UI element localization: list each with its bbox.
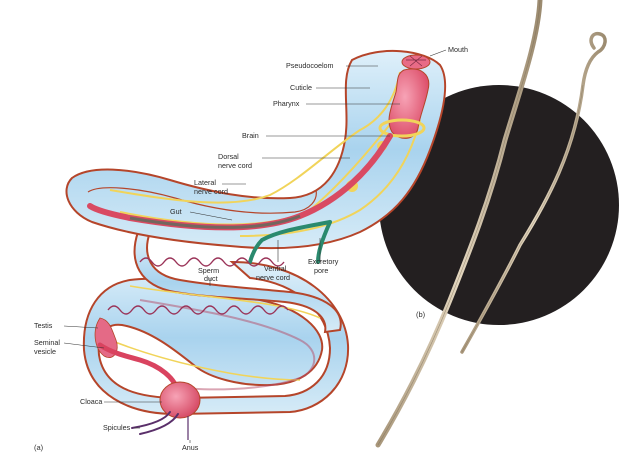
label-ventral-nerve-cord-1: Ventral: [264, 264, 287, 273]
label-seminal-vesicle-1: Seminal: [34, 338, 60, 347]
label-pseudocoelom: Pseudocoelom: [286, 61, 334, 70]
label-seminal-vesicle-2: vesicle: [34, 347, 56, 356]
label-pharynx: Pharynx: [273, 99, 300, 108]
cloaca: [159, 381, 201, 419]
leader-lines: [63, 49, 447, 443]
seminal-vesicle: [97, 342, 181, 395]
panel-a-label: (a): [34, 443, 44, 452]
label-excretory-pore-1: Excretory: [308, 257, 339, 266]
panel-b-label: (b): [416, 310, 426, 319]
excretory-canal: [248, 220, 332, 264]
label-dorsal-nerve-cord-2: nerve cord: [218, 161, 252, 170]
label-brain: Brain: [242, 131, 259, 140]
spicules: [131, 411, 179, 435]
brain-nerve-ring: [378, 118, 426, 138]
label-lateral-nerve-cord-1: Lateral: [194, 178, 216, 187]
mouth-icon: [401, 54, 431, 70]
gut-posterior: [139, 299, 316, 391]
body-inner-curl: [87, 187, 317, 214]
label-cloaca: Cloaca: [80, 397, 102, 406]
label-excretory-pore-2: pore: [314, 266, 328, 275]
photo-panel-b: (b): [375, 0, 619, 448]
label-anus: Anus: [182, 443, 199, 452]
label-sperm-duct-2: duct: [204, 274, 218, 283]
label-lateral-nerve-cord-2: nerve cord: [194, 187, 228, 196]
label-spicules: Spicules: [103, 423, 131, 432]
posterior-nerve-cord: [109, 285, 321, 381]
label-mouth: Mouth: [448, 45, 468, 54]
label-testis: Testis: [34, 321, 53, 330]
label-sperm-duct-1: Sperm: [198, 266, 219, 275]
label-ventral-nerve-cord-2: nerve cord: [256, 273, 290, 282]
label-dorsal-nerve-cord-1: Dorsal: [218, 152, 239, 161]
illustration-panel-a: Mouth Pseudocoelom Cuticle Pharynx Brain…: [34, 45, 468, 452]
label-cuticle: Cuticle: [290, 83, 312, 92]
black-background-disc: [379, 85, 619, 325]
label-gut: Gut: [170, 207, 182, 216]
sperm-duct: [107, 257, 289, 315]
dorsal-nerve-cord: [109, 71, 401, 204]
